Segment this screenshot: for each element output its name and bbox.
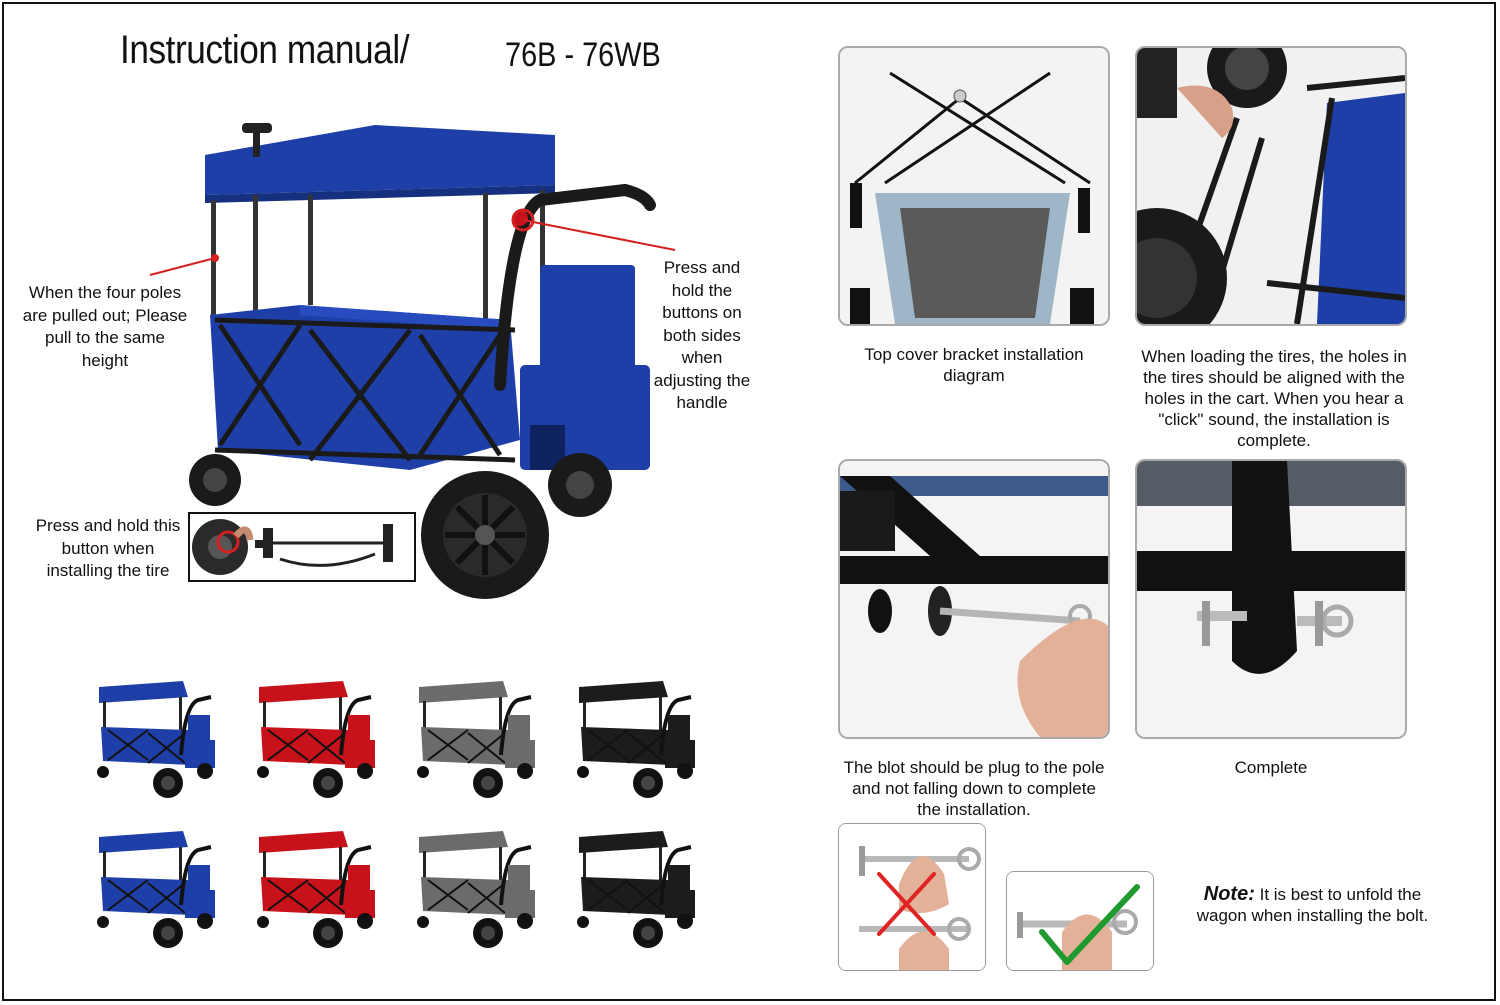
wagon-variant-blue [97,681,215,798]
model-number: 76B - 76WB [505,36,661,74]
step-panel-tire-loading [1135,46,1407,326]
installation-tip: Note: It is best to unfold the wagon whe… [1180,884,1445,926]
tip-text: It is best to unfold the wagon when inst… [1196,885,1429,925]
wagon-variant-gray [417,831,535,948]
step-panel-complete [1135,459,1407,739]
wagon-variant-blue [97,831,215,948]
bolt-insert-photo [840,461,1108,737]
tire-loading-photo [1137,48,1405,324]
wrong-bolt-example [838,823,986,971]
wagon-variant-black [577,681,695,798]
tire-button-diagram [192,519,393,575]
color-variants-svg [97,681,695,948]
step-caption-complete: Complete [1234,758,1308,777]
step-caption-tire: When loading the tires, the holes in the… [1141,347,1407,450]
tire-callout: Press and hold this button when installi… [35,516,181,580]
manual-title: Instruction manual/ [120,28,410,72]
wagon-variant-gray [417,681,535,798]
wagon-variant-red [257,831,375,948]
right-bolt-photo [1007,872,1153,970]
canopy-bracket-photo [840,48,1108,324]
main-wagon-illustration [189,123,656,599]
tip-label: Note: [1203,883,1255,905]
complete-photo [1137,461,1405,737]
wagon-variant-black [577,831,695,948]
step-caption-canopy: Top cover bracket installation diagram [864,345,1084,385]
tire-inset [188,512,416,582]
wrong-x-icon [877,872,936,936]
step-caption-bolt: The blot should be plug to the pole and … [843,758,1105,819]
color-variants-grid [88,670,718,970]
wagon-variant-red [257,681,375,798]
step-panel-bolt-insert [838,459,1110,739]
handle-callout: Press and hold the buttons on both sides… [653,258,751,412]
poles-callout: When the four poles are pulled out; Plea… [22,283,188,370]
callout-lines [149,208,676,276]
wrong-bolt-photo [839,824,985,970]
right-bolt-example [1006,871,1154,971]
step-panel-canopy-bracket [838,46,1110,326]
check-icon [1039,884,1140,965]
